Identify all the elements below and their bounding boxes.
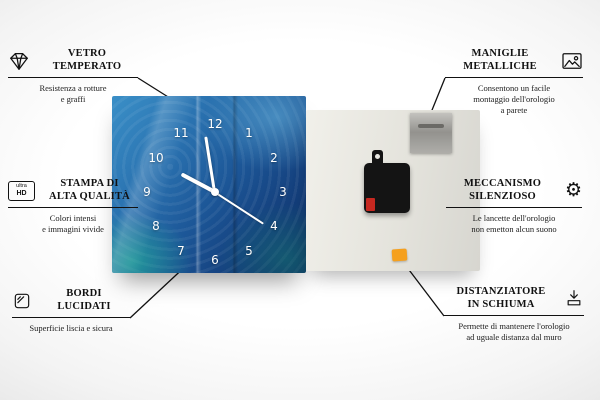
callout-maniglie-metalliche: MANIGLIE METALLICHE Consentono un facile… bbox=[445, 48, 583, 116]
clock-number: 11 bbox=[173, 126, 189, 140]
clock-front-panel: 12 1 2 3 4 5 6 7 8 9 10 11 bbox=[112, 96, 306, 273]
foam-spacer bbox=[391, 248, 408, 262]
picture-icon bbox=[561, 52, 583, 70]
callout-header: DISTANZIATORE IN SCHIUMA bbox=[444, 286, 584, 317]
clock-mechanism bbox=[364, 150, 410, 213]
ultra-hd-icon: ultra HD bbox=[8, 180, 35, 201]
clock-number: 12 bbox=[207, 117, 223, 131]
gear-icon: ⚙ bbox=[564, 179, 582, 202]
callout-title: MANIGLIE METALLICHE bbox=[463, 48, 537, 72]
clock-number: 4 bbox=[270, 219, 278, 233]
clock-number: 9 bbox=[143, 185, 151, 199]
callout-subtitle: Superficie liscia e sicura bbox=[29, 323, 113, 334]
callout-title: MECCANISMO SILENZIOSO bbox=[463, 178, 542, 202]
minute-hand bbox=[204, 136, 216, 193]
callout-distanziatore-schiuma: DISTANZIATORE IN SCHIUMA Permette di man… bbox=[444, 286, 584, 343]
callout-subtitle: Permette di mantenere l'orologio ad ugua… bbox=[458, 321, 570, 343]
callout-header: VETRO TEMPERATO bbox=[8, 48, 138, 79]
callout-stampa-alta-qualita: ultra HD STAMPA DI ALTA QUALITÀ Colori i… bbox=[8, 178, 138, 235]
ultra-hd-icon-top: ultra bbox=[16, 183, 27, 190]
callout-subtitle: Consentono un facile montaggio dell'orol… bbox=[473, 83, 555, 116]
callout-bordi-lucidati: BORDI LUCIDATI Superficie liscia e sicur… bbox=[12, 288, 130, 334]
ultra-hd-icon-bottom: HD bbox=[16, 189, 27, 197]
clock-back-panel bbox=[306, 110, 480, 271]
polished-edge-icon bbox=[12, 291, 32, 311]
clock-number: 1 bbox=[245, 126, 253, 140]
clock-number: 2 bbox=[270, 151, 278, 165]
callout-subtitle: Colori intensi e immagini vivide bbox=[42, 213, 104, 235]
clock-number: 8 bbox=[152, 219, 160, 233]
callout-header: ultra HD STAMPA DI ALTA QUALITÀ bbox=[8, 178, 138, 209]
metal-hanger-plate bbox=[410, 113, 452, 153]
clock-hands-cap bbox=[211, 188, 219, 196]
clock-number: 10 bbox=[148, 151, 164, 165]
clock-number: 5 bbox=[245, 244, 253, 258]
callout-title: VETRO TEMPERATO bbox=[52, 48, 122, 72]
callout-title: DISTANZIATORE IN SCHIUMA bbox=[456, 286, 546, 310]
clock-number: 7 bbox=[177, 244, 185, 258]
callout-meccanismo-silenzioso: MECCANISMO SILENZIOSO ⚙ Le lancette dell… bbox=[446, 178, 582, 235]
second-hand bbox=[214, 191, 264, 225]
callout-title: STAMPA DI ALTA QUALITÀ bbox=[49, 178, 130, 202]
callout-subtitle: Resistenza a rotture e graffi bbox=[39, 83, 107, 105]
foam-spacer-icon bbox=[564, 289, 584, 309]
battery bbox=[366, 198, 375, 211]
callout-header: MECCANISMO SILENZIOSO ⚙ bbox=[446, 178, 582, 209]
callout-vetro-temperato: VETRO TEMPERATO Resistenza a rotture e g… bbox=[8, 48, 138, 105]
clock-number: 3 bbox=[279, 185, 287, 199]
diamond-icon bbox=[8, 50, 30, 72]
callout-header: BORDI LUCIDATI bbox=[12, 288, 130, 319]
callout-header: MANIGLIE METALLICHE bbox=[445, 48, 583, 79]
clock-number: 6 bbox=[211, 253, 219, 267]
callout-title: BORDI LUCIDATI bbox=[57, 288, 111, 312]
callout-subtitle: Le lancette dell'orologio non emetton al… bbox=[471, 213, 557, 235]
